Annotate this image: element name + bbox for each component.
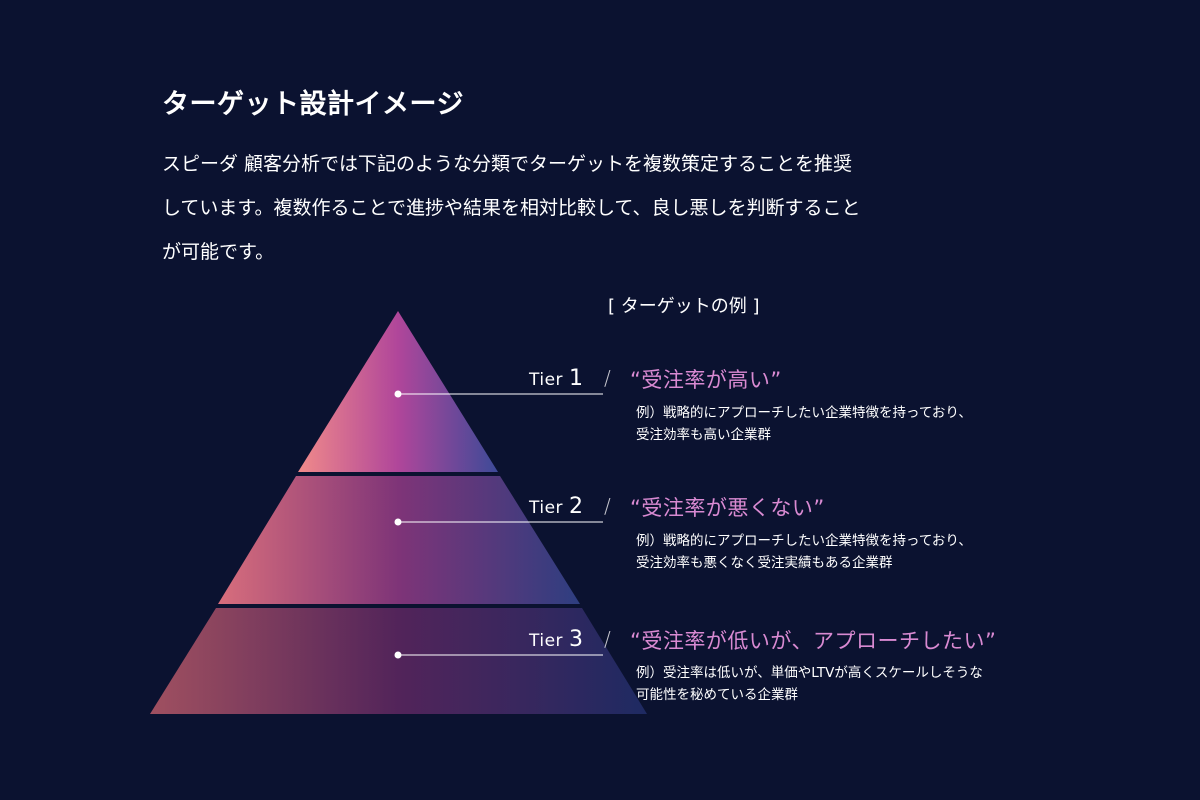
intro-line: スピーダ 顧客分析では下記のような分類でターゲットを複数策定することを推奨 bbox=[162, 153, 853, 175]
tier-2-segment bbox=[218, 476, 580, 604]
tier-1-dot-icon bbox=[394, 390, 402, 398]
intro-line: が可能です。 bbox=[162, 241, 275, 263]
intro-line: しています。複数作ることで進捗や結果を相対比較して、良し悪しを判断すること bbox=[162, 197, 861, 219]
page-title: ターゲット設計イメージ bbox=[162, 89, 464, 120]
intro-paragraph: スピーダ 顧客分析では下記のような分類でターゲットを複数策定することを推奨 して… bbox=[162, 142, 1042, 274]
tier-3-separator: / bbox=[604, 627, 611, 651]
tier-1-title: “受注率が高い” bbox=[630, 368, 782, 392]
tier-3-title: “受注率が低いが、アプローチしたい” bbox=[630, 629, 997, 653]
tier-2-title: “受注率が悪くない” bbox=[630, 496, 825, 520]
tier-3-dot-icon bbox=[394, 651, 402, 659]
tier-1-separator: / bbox=[604, 366, 611, 390]
tier-3-description: 例）受注率は低いが、単価やLTVが高くスケールしそうな 可能性を秘めている企業群 bbox=[636, 665, 983, 703]
tier-3-label: Tier 3 bbox=[529, 627, 584, 652]
tier-2-dot-icon bbox=[394, 518, 402, 526]
examples-heading: [ ターゲットの例 ] bbox=[608, 296, 760, 317]
tier-3-segment bbox=[150, 608, 647, 714]
tier-1-label: Tier 1 bbox=[529, 366, 584, 391]
tier-2-separator: / bbox=[604, 494, 611, 518]
tier-1-description: 例）戦略的にアプローチしたい企業特徴を持っており、 受注効率も高い企業群 bbox=[636, 405, 972, 443]
tier-2-label: Tier 2 bbox=[529, 494, 584, 519]
tier-2-description: 例）戦略的にアプローチしたい企業特徴を持っており、 受注効率も悪くなく受注実績も… bbox=[636, 533, 972, 571]
